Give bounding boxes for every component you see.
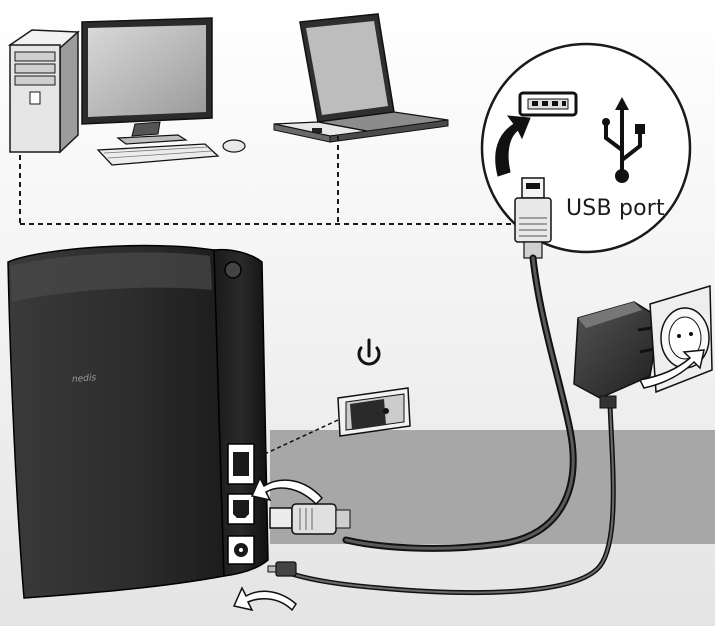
cables <box>289 254 616 595</box>
usb-a-plug-callout <box>514 177 552 259</box>
dashed-connection-lines <box>19 136 512 225</box>
usb-b-plug <box>269 503 351 535</box>
power-adapter <box>573 301 669 409</box>
usb-insert-arrow-icon <box>250 476 324 506</box>
power-icon <box>357 338 381 366</box>
desktop-tower <box>7 29 80 154</box>
usb-trident-icon <box>602 97 645 183</box>
dc-insert-arrow-icon <box>232 586 297 612</box>
dc-power-plug <box>267 561 297 577</box>
plug-in-arrow-icon <box>638 349 705 389</box>
drive-brand-logo: nedis <box>71 373 97 385</box>
desktop-monitor <box>81 17 246 166</box>
usb-port-icon <box>518 91 578 117</box>
power-switch-callout <box>255 387 411 459</box>
usb-port-callout <box>480 42 692 259</box>
laptop <box>273 13 449 143</box>
external-hard-drive <box>7 244 269 599</box>
usb-port-label: USB port <box>566 196 665 221</box>
insert-arrow-icon <box>495 115 531 177</box>
